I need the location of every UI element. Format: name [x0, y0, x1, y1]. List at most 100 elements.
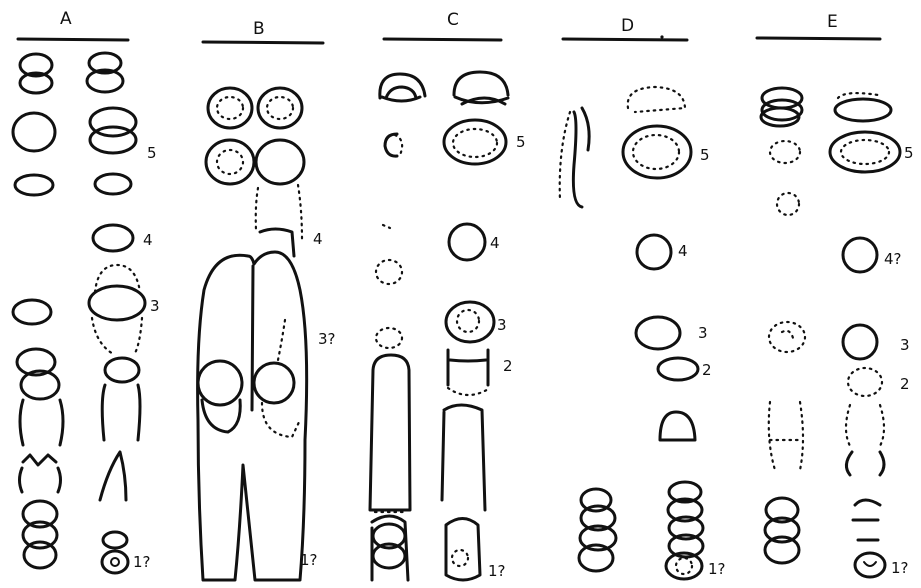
column-d-segment — [658, 358, 698, 380]
column-a-left-segment — [24, 542, 56, 568]
column-a-label: A — [60, 9, 72, 29]
column-c-number: 1? — [488, 562, 506, 580]
column-e-right-segment — [835, 99, 891, 121]
column-c-right-segment — [454, 72, 508, 104]
column-d-number: 2 — [702, 361, 712, 379]
column-b-segment — [256, 140, 304, 184]
column-c-number: 2 — [503, 357, 513, 375]
column-e-left-dotted — [770, 141, 800, 163]
column-e-right-segment — [843, 325, 877, 359]
column-d-segment — [637, 235, 671, 269]
column-a-number: 1? — [133, 553, 151, 571]
column-e-number: 5 — [904, 144, 914, 162]
column-d-segment — [660, 412, 695, 440]
column-a-right-inner — [111, 558, 119, 566]
column-e-number: 3 — [900, 336, 910, 354]
column-a-number: 3 — [150, 297, 160, 315]
column-c-rule — [384, 39, 501, 40]
column-b-rule — [203, 42, 323, 43]
column-a-right-segment — [103, 532, 127, 548]
column-a-right-dotted — [92, 318, 142, 355]
column-a-left-body — [20, 400, 63, 445]
column-d-number: 1? — [708, 560, 726, 578]
column-c-number: 5 — [516, 133, 526, 151]
column-b: B 4 3? 1? — [198, 19, 336, 580]
column-a-right-segment — [105, 358, 139, 382]
column-b-segment — [206, 140, 254, 184]
column-e-number: 4? — [884, 250, 902, 268]
column-e-left-dotted — [782, 331, 793, 338]
column-d-right-dotted — [628, 87, 685, 112]
column-b-number: 4 — [313, 230, 323, 248]
column-d-label: D — [621, 16, 634, 36]
column-c-left-body — [370, 355, 410, 510]
column-e-left-segment — [762, 88, 802, 108]
column-a-right-body — [100, 452, 126, 500]
column-e-rule — [757, 38, 880, 39]
column-a-right-segment — [102, 551, 128, 573]
column-d-number: 3 — [698, 324, 708, 342]
column-a-left-body — [20, 468, 61, 492]
column-a-number: 5 — [147, 144, 157, 162]
column-b-segment — [208, 88, 252, 128]
column-a-right-body — [102, 385, 140, 440]
column-d: D 5 4 3 2 1? — [560, 16, 726, 579]
column-b-segment — [198, 361, 242, 405]
column-b-inner-dotted — [267, 97, 293, 119]
column-a: A 5 4 3 1? — [13, 9, 160, 573]
column-a-left-body — [23, 455, 56, 465]
column-d-rule — [563, 39, 687, 40]
column-d-inner-dotted — [633, 135, 679, 169]
column-e-left-dotted — [777, 193, 799, 215]
column-c-right-inner-dotted — [453, 129, 497, 157]
column-c-left-dotted — [395, 135, 402, 155]
column-a-right-segment — [93, 225, 133, 251]
column-b-midline — [252, 266, 253, 410]
column-d-number: 5 — [700, 146, 710, 164]
column-c-left-dotted — [376, 328, 402, 348]
column-b-number: 3? — [318, 330, 336, 348]
column-a-right-segment — [89, 286, 145, 320]
column-e-right-inner — [864, 562, 876, 566]
column-b-segment — [258, 88, 302, 128]
column-a-right-segment — [95, 174, 131, 194]
column-c-left-segment — [380, 74, 425, 101]
column-b-inner-dotted — [217, 97, 243, 119]
column-a-rule — [18, 39, 128, 40]
column-e-right-segment — [843, 238, 877, 272]
column-d-left-dotted — [560, 112, 570, 200]
column-e-right-dotted — [848, 368, 882, 396]
column-e-number: 2 — [900, 375, 910, 393]
column-c-right-inner-dotted — [457, 310, 479, 332]
column-c: C 5 4 3 2 1? — [370, 10, 526, 580]
column-a-right-segment — [90, 127, 136, 153]
column-b-label: B — [253, 19, 265, 39]
column-c-right-segment — [448, 350, 488, 385]
column-e-left-dotted — [769, 402, 803, 470]
column-e-right-body — [846, 452, 884, 475]
column-c-left-segment — [385, 134, 397, 156]
column-e-number: 1? — [891, 559, 909, 577]
column-d-segment — [623, 126, 691, 178]
column-c-left-dotted — [383, 225, 390, 228]
column-c-right-dotted — [448, 388, 490, 395]
column-b-segment — [254, 363, 294, 403]
column-e: E 5 4? 3 2 1? — [757, 12, 914, 577]
column-c-left-dotted — [376, 260, 402, 284]
column-c-right-body — [442, 405, 485, 510]
column-d-speck — [660, 35, 663, 38]
column-d-inner-dotted — [676, 558, 692, 574]
column-e-right-dotted — [846, 405, 884, 446]
column-e-label: E — [827, 12, 838, 32]
column-d-segment — [636, 317, 680, 349]
column-a-left-segment — [15, 175, 53, 195]
column-c-number: 4 — [490, 234, 500, 252]
column-c-right-segment — [446, 302, 494, 342]
column-c-right-body — [446, 519, 480, 581]
column-e-right-segment — [853, 500, 880, 540]
column-c-right-segment — [449, 224, 485, 260]
column-c-right-inner-dotted — [452, 550, 468, 566]
column-c-label: C — [447, 10, 459, 30]
column-c-number: 3 — [497, 316, 507, 334]
